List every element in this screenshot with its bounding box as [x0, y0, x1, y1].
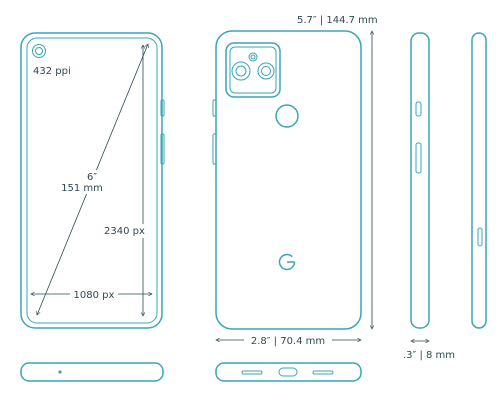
back-volume-button	[212, 133, 217, 165]
width-px-label-mask	[70, 287, 118, 301]
usb-c-port-icon	[278, 367, 298, 377]
side-left-frame	[410, 32, 430, 329]
top-view	[20, 362, 164, 382]
camera-module-icon	[225, 42, 281, 98]
top-edge-frame	[20, 362, 164, 382]
side-power-button	[415, 101, 422, 117]
front-camera-icon	[32, 44, 46, 58]
speaker-grille-left	[241, 370, 263, 375]
width-back-label: 2.8″ | 70.4 mm	[251, 336, 325, 347]
front-power-button	[160, 99, 165, 117]
google-g-icon	[278, 253, 296, 271]
fingerprint-sensor-icon	[275, 104, 299, 128]
bottom-view	[215, 362, 362, 382]
diagonal-inches-label: 6″	[87, 172, 97, 183]
front-screen	[26, 37, 158, 324]
width-back-label-mask	[244, 333, 332, 347]
speaker-grille-right	[312, 370, 334, 375]
height-back-label: 5.7″ | 144.7 mm	[297, 15, 378, 26]
headphone-jack-icon	[58, 370, 62, 374]
front-outer-frame	[20, 32, 163, 329]
diagonal-mm-label: 151 mm	[61, 183, 103, 194]
back-view: 5.7″ | 144.7 mm 2.8″ | 70.4 mm	[212, 15, 378, 347]
height-px-label-mask	[102, 224, 152, 238]
front-volume-button	[160, 133, 165, 165]
side-view-left: .3″ | 8 mm	[403, 32, 455, 361]
bottom-edge-frame	[215, 362, 362, 382]
back-power-button	[212, 99, 217, 117]
side-view-right	[471, 32, 487, 329]
side-right-frame	[471, 32, 487, 329]
depth-label: .3″ | 8 mm	[403, 350, 455, 361]
height-px-label: 2340 px	[104, 226, 145, 237]
diagonal-label-mask	[60, 170, 108, 194]
back-outer-frame	[215, 30, 362, 330]
sim-tray-slot	[477, 227, 483, 247]
side-volume-button	[415, 142, 422, 174]
width-px-label: 1080 px	[74, 290, 115, 301]
front-view: 432 ppi 6″ 151 mm 2340 px 1080 px	[20, 32, 165, 329]
ppi-label: 432 ppi	[33, 66, 71, 77]
